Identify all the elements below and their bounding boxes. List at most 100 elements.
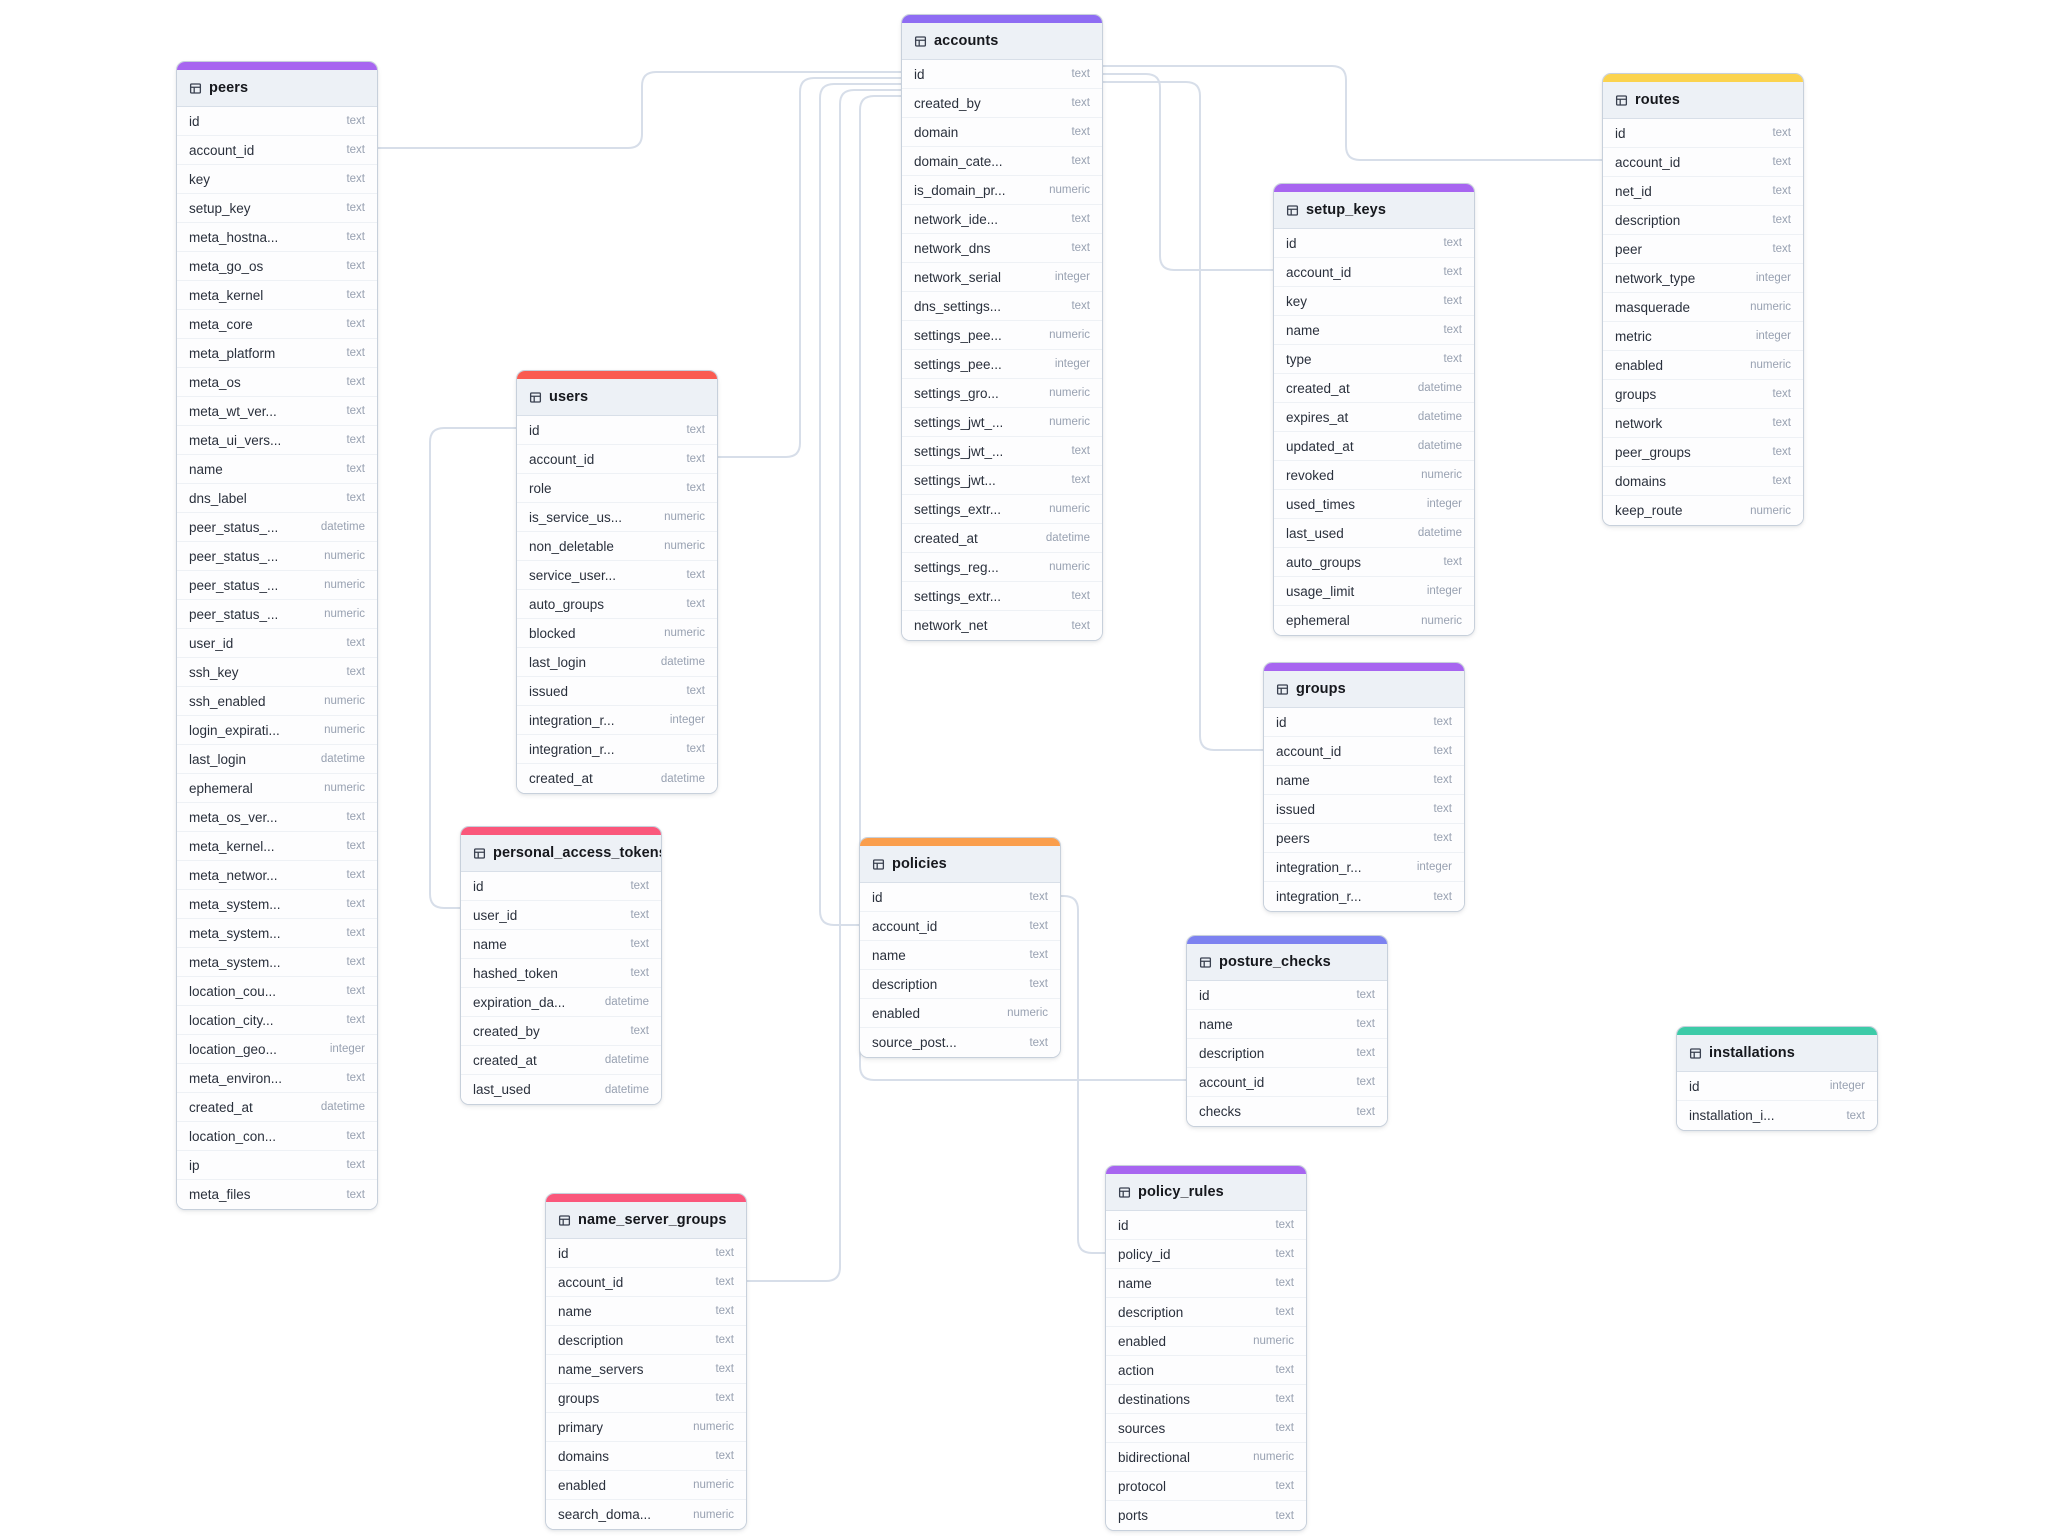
field-row-peers-29[interactable]: meta_system...text [177, 948, 377, 977]
relation-posture_checks.account_id-to-accounts.id[interactable] [859, 95, 1186, 1081]
field-row-policies-5[interactable]: source_post...text [860, 1028, 1060, 1057]
field-row-accounts-11[interactable]: settings_gro...numeric [902, 379, 1102, 408]
relation-policies.account_id-to-accounts.id[interactable] [819, 83, 901, 926]
field-row-peers-32[interactable]: location_geo...integer [177, 1035, 377, 1064]
table-header[interactable]: routes [1603, 82, 1803, 119]
relation-setup_keys.account_id-to-accounts.id[interactable] [1101, 73, 1273, 271]
relation-users.account_id-to-accounts.id[interactable] [713, 77, 901, 458]
field-row-peers-10[interactable]: meta_wt_ver...text [177, 397, 377, 426]
field-row-peers-17[interactable]: peer_status_...numeric [177, 600, 377, 629]
table-header[interactable]: policy_rules [1106, 1174, 1306, 1211]
field-row-peers-4[interactable]: meta_hostna...text [177, 223, 377, 252]
field-row-peers-24[interactable]: meta_os_ver...text [177, 803, 377, 832]
field-row-peers-31[interactable]: location_city...text [177, 1006, 377, 1035]
field-row-peers-28[interactable]: meta_system...text [177, 919, 377, 948]
relation-routes.account_id-to-accounts.id[interactable] [1101, 65, 1602, 161]
table-header[interactable]: peers [177, 70, 377, 107]
relation-policy_rules.policy_id-to-policies.id[interactable] [1058, 895, 1105, 1254]
field-row-peers-35[interactable]: location_con...text [177, 1122, 377, 1151]
field-row-peers-15[interactable]: peer_status_...numeric [177, 542, 377, 571]
field-row-peers-33[interactable]: meta_environ...text [177, 1064, 377, 1093]
field-row-users-11[interactable]: integration_r...text [517, 735, 717, 764]
field-row-groups-5[interactable]: integration_r...integer [1264, 853, 1464, 882]
table-header[interactable]: accounts [902, 23, 1102, 60]
table-header[interactable]: setup_keys [1274, 192, 1474, 229]
table-header[interactable]: groups [1264, 671, 1464, 708]
table-header[interactable]: name_server_groups [546, 1202, 746, 1239]
field-row-groups-6[interactable]: integration_r...text [1264, 882, 1464, 911]
field-row-peers-11[interactable]: meta_ui_vers...text [177, 426, 377, 455]
field-row-accounts-15[interactable]: settings_extr...numeric [902, 495, 1102, 524]
relation-personal_access_tokens.user_id-to-users.id[interactable] [429, 427, 516, 909]
